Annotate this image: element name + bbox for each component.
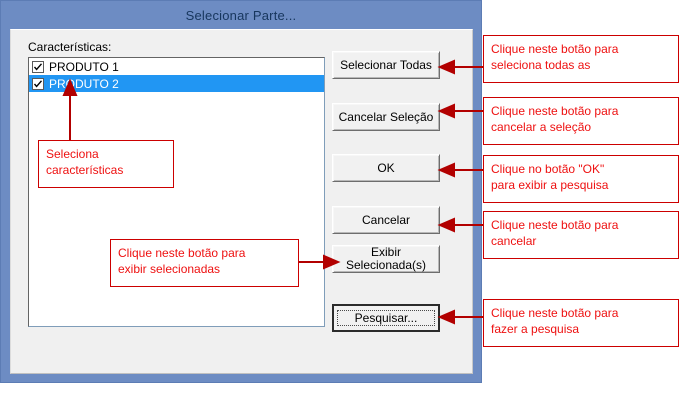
callout-show-selected-line1: Clique neste botão para: [118, 246, 246, 260]
callout-select-all-line1: Clique neste botão para: [491, 42, 619, 56]
callout-cancel: Clique neste botão para cancelar: [483, 211, 679, 259]
dialog-title: Selecionar Parte...: [185, 7, 297, 23]
dialog-client-area: Características: PRODUTO 1 PRODUTO 2: [10, 29, 473, 374]
dialog-titlebar: Selecionar Parte...: [1, 1, 481, 29]
list-item-label: PRODUTO 1: [49, 59, 119, 74]
ok-button[interactable]: OK: [332, 154, 440, 182]
cancel-button-label: Cancelar: [361, 212, 411, 227]
callout-ok-line1: Clique no botão "OK": [491, 162, 605, 176]
callout-show-selected: Clique neste botão para exibir seleciona…: [110, 239, 299, 287]
callout-cancel-selection-line2: cancelar a seleção: [491, 120, 592, 134]
characteristics-label: Características:: [28, 40, 112, 54]
search-button-label: Pesquisar...: [354, 310, 418, 325]
callout-select-all: Clique neste botão para seleciona todas …: [483, 35, 679, 83]
select-part-dialog: Selecionar Parte... Características: PRO…: [0, 0, 482, 383]
list-item[interactable]: PRODUTO 1: [29, 58, 324, 75]
callout-ok: Clique no botão "OK" para exibir a pesqu…: [483, 155, 679, 203]
show-selected-button[interactable]: Exibir Selecionada(s): [332, 245, 440, 273]
cancel-button[interactable]: Cancelar: [332, 206, 440, 234]
callout-cancel-selection-line1: Clique neste botão para: [491, 104, 619, 118]
cancel-selection-button-label: Cancelar Seleção: [338, 109, 434, 124]
callout-select-all-line2: seleciona todas as: [491, 58, 591, 72]
checkbox-produto-2[interactable]: [32, 77, 44, 90]
callout-search: Clique neste botão para fazer a pesquisa: [483, 299, 679, 347]
check-icon: [33, 79, 43, 87]
callout-select-characteristics-line2: características: [46, 163, 124, 177]
show-selected-button-label-line1: Exibir: [370, 245, 401, 259]
list-item-label: PRODUTO 2: [49, 76, 119, 91]
callout-show-selected-line2: exibir selecionadas: [118, 262, 221, 276]
select-all-button-label: Selecionar Todas: [340, 57, 432, 72]
search-button-focus-ring: Pesquisar...: [337, 310, 435, 326]
callout-cancel-line1: Clique neste botão para: [491, 218, 619, 232]
search-button[interactable]: Pesquisar...: [332, 304, 440, 332]
select-all-button[interactable]: Selecionar Todas: [332, 51, 440, 79]
check-icon: [33, 62, 43, 70]
callout-cancel-selection: Clique neste botão para cancelar a seleç…: [483, 97, 679, 145]
callout-search-line1: Clique neste botão para: [491, 306, 619, 320]
cancel-selection-button[interactable]: Cancelar Seleção: [332, 103, 440, 131]
ok-button-label: OK: [377, 160, 395, 175]
show-selected-button-label-line2: Selecionada(s): [345, 258, 427, 272]
checkbox-produto-1[interactable]: [32, 60, 44, 73]
callout-select-characteristics-line1: Seleciona: [46, 147, 99, 161]
callout-ok-line2: para exibir a pesquisa: [491, 178, 609, 192]
callout-search-line2: fazer a pesquisa: [491, 322, 580, 336]
list-item[interactable]: PRODUTO 2: [29, 75, 324, 92]
callout-cancel-line2: cancelar: [491, 234, 537, 248]
callout-select-characteristics: Seleciona características: [38, 140, 174, 188]
